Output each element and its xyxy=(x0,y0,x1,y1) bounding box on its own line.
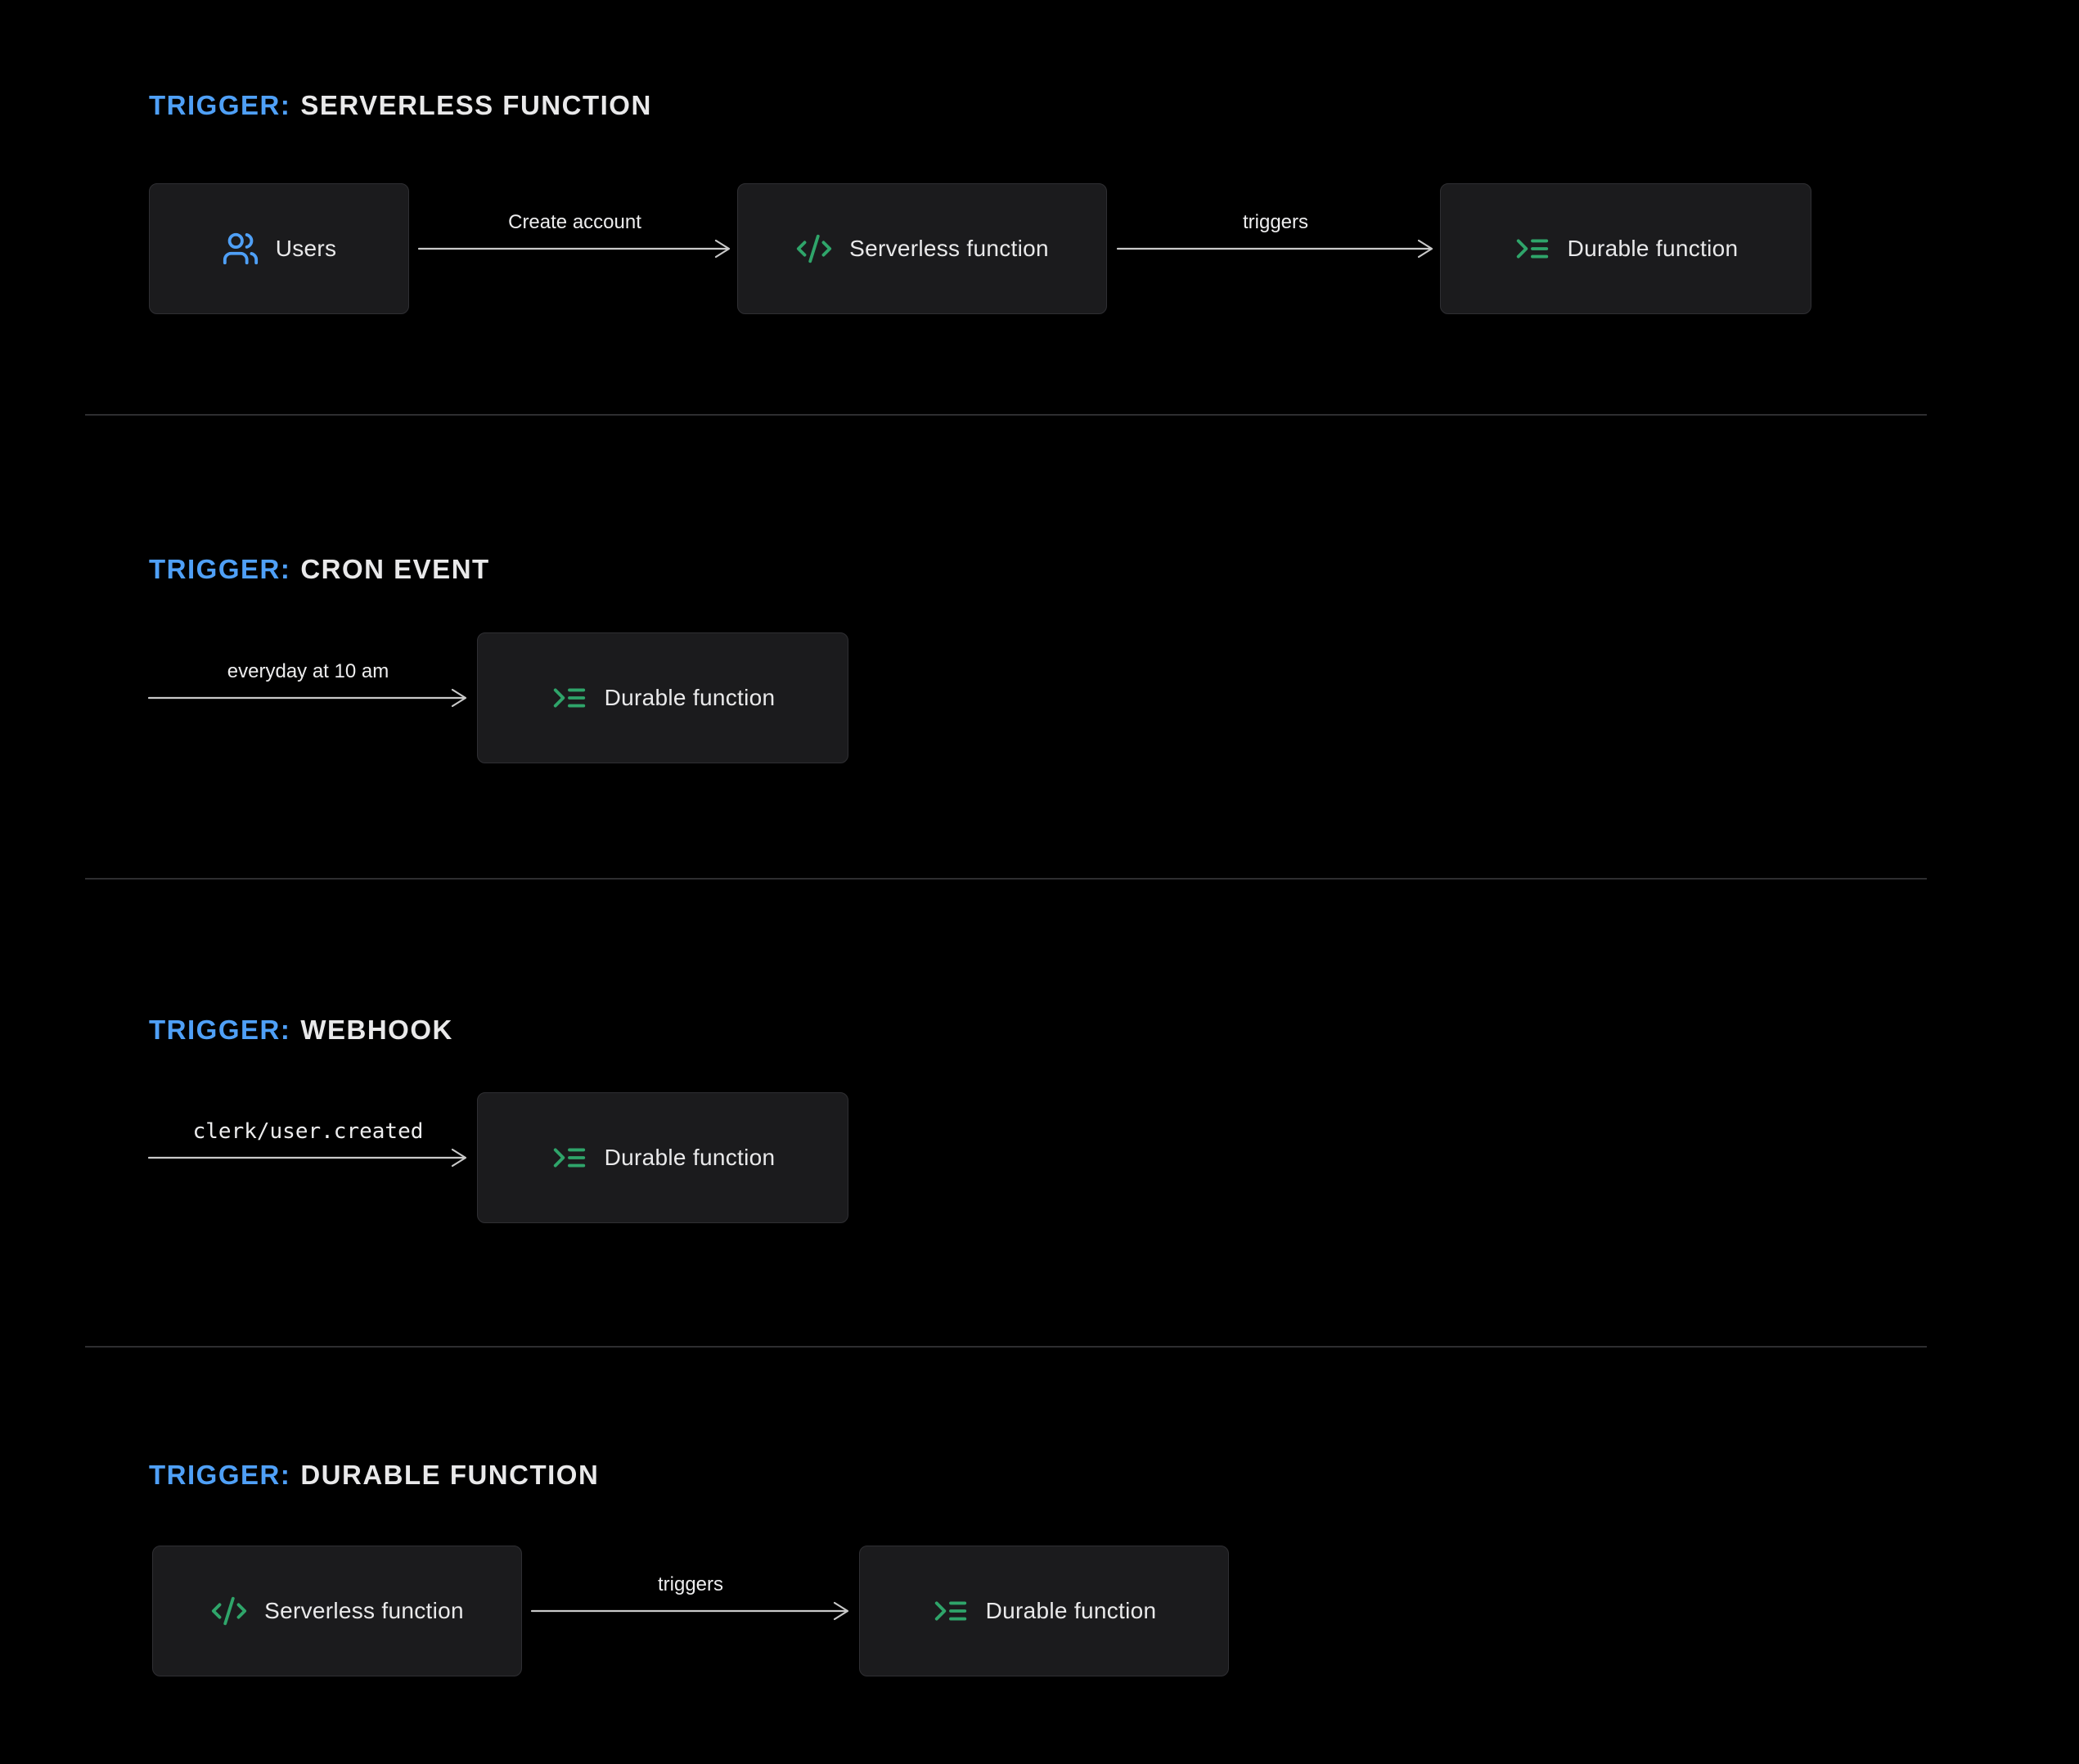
arrow-line xyxy=(1116,239,1433,259)
durable-function-icon xyxy=(551,679,588,717)
durable-function-icon xyxy=(1514,230,1551,268)
arrow-label: triggers xyxy=(657,1573,724,1595)
section-title-serverless-function: TRIGGER: SERVERLESS FUNCTION xyxy=(149,90,652,121)
section-title-webhook: TRIGGER: WEBHOOK xyxy=(149,1015,453,1046)
arrow-line xyxy=(147,688,467,708)
section-title-prefix: TRIGGER: xyxy=(149,554,291,584)
section-title-prefix: TRIGGER: xyxy=(149,1460,291,1490)
section-title-durable-function: TRIGGER: DURABLE FUNCTION xyxy=(149,1460,599,1491)
section-title-cron-event: TRIGGER: CRON EVENT xyxy=(149,554,490,585)
node-durable-function: Durable function xyxy=(859,1546,1229,1676)
arrow-triggers: triggers xyxy=(1116,211,1433,260)
users-icon xyxy=(222,230,259,268)
arrow-create-account: Create account xyxy=(417,211,731,260)
section-title-text: SERVERLESS FUNCTION xyxy=(300,90,652,120)
node-label: Durable function xyxy=(985,1598,1157,1623)
node-serverless-function: Serverless function xyxy=(737,183,1107,314)
code-icon xyxy=(210,1592,248,1630)
arrow-cron-schedule: everyday at 10 am xyxy=(147,660,467,709)
arrow-label: Create account xyxy=(508,211,641,233)
section-title-text: WEBHOOK xyxy=(300,1015,453,1045)
node-label: Serverless function xyxy=(264,1598,464,1623)
arrow-label: triggers xyxy=(1242,211,1309,233)
section-title-prefix: TRIGGER: xyxy=(149,90,291,120)
node-label: Durable function xyxy=(604,1145,776,1170)
arrow-label: everyday at 10 am xyxy=(227,660,389,682)
durable-function-icon xyxy=(551,1139,588,1177)
arrow-triggers: triggers xyxy=(530,1573,849,1622)
arrow-line xyxy=(147,1148,467,1168)
node-label: Serverless function xyxy=(849,236,1049,261)
node-durable-function: Durable function xyxy=(477,632,848,763)
section-divider xyxy=(85,414,1927,416)
node-label: Durable function xyxy=(1567,236,1739,261)
section-title-text: DURABLE FUNCTION xyxy=(300,1460,600,1490)
node-users: Users xyxy=(149,183,409,314)
section-title-text: CRON EVENT xyxy=(300,554,490,584)
node-durable-function: Durable function xyxy=(1440,183,1811,314)
code-icon xyxy=(795,230,833,268)
section-divider xyxy=(85,878,1927,880)
arrow-line xyxy=(530,1601,849,1621)
node-label: Durable function xyxy=(604,685,776,710)
section-title-prefix: TRIGGER: xyxy=(149,1015,291,1045)
arrow-line xyxy=(417,239,731,259)
arrow-webhook-event: clerk/user.created xyxy=(147,1119,467,1169)
arrow-label: clerk/user.created xyxy=(192,1119,424,1144)
node-label: Users xyxy=(275,236,337,261)
durable-function-icon xyxy=(932,1592,970,1630)
node-durable-function: Durable function xyxy=(477,1092,848,1223)
node-serverless-function: Serverless function xyxy=(152,1546,522,1676)
section-divider xyxy=(85,1346,1927,1348)
